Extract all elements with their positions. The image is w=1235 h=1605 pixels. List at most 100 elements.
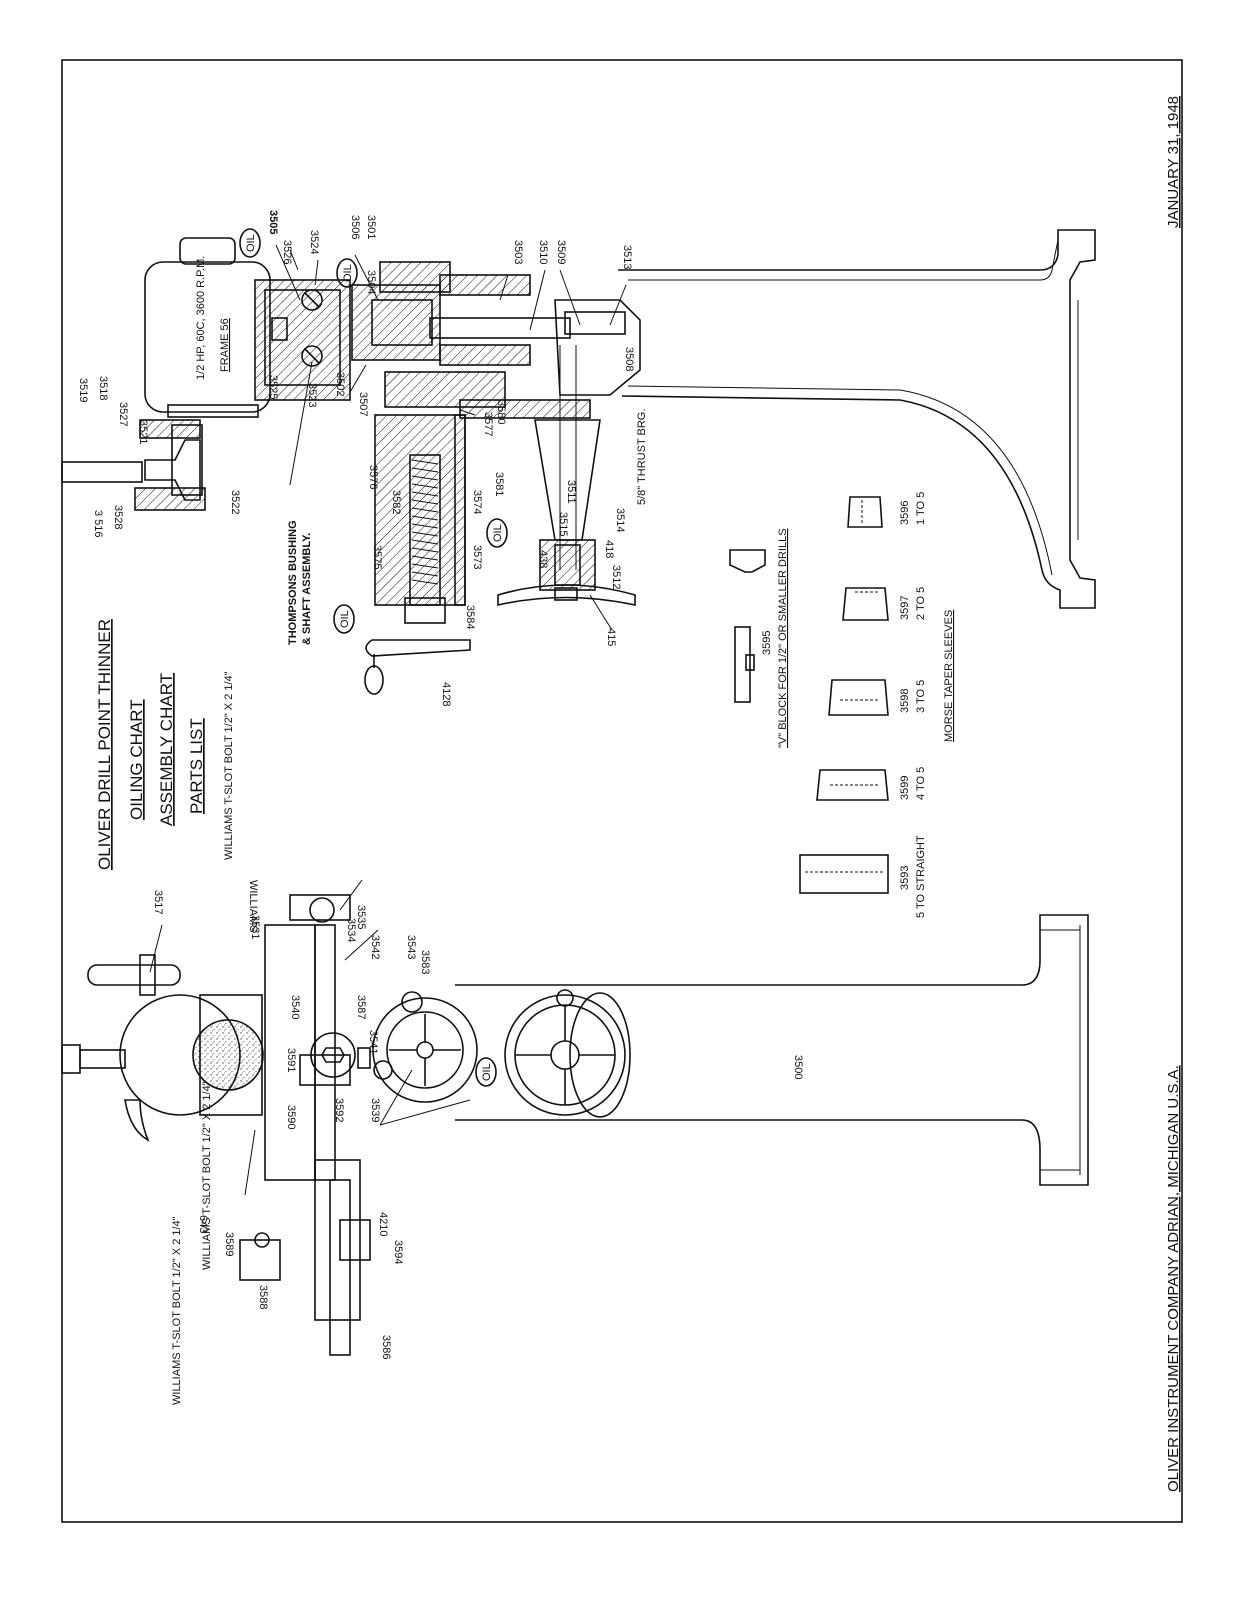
svg-text:3515: 3515: [557, 512, 569, 536]
wheel-guard-top: [61, 419, 206, 511]
svg-text:3542: 3542: [369, 935, 381, 959]
svg-text:3540: 3540: [289, 995, 301, 1019]
svg-text:3534: 3534: [345, 918, 357, 942]
svg-text:3508: 3508: [623, 347, 635, 371]
svg-text:5 TO STRAIGHT: 5 TO STRAIGHT: [915, 835, 927, 918]
slide-rails: [239, 894, 371, 1356]
svg-text:OIL: OIL: [245, 234, 257, 252]
v-block-number: 3595: [761, 631, 773, 655]
svg-text:3592: 3592: [333, 1098, 345, 1122]
title-bolt-note: WILLIAMS T-SLOT BOLT 1/2" X 2 1/4": [223, 671, 235, 860]
svg-text:3581: 3581: [493, 472, 505, 496]
svg-text:3528: 3528: [112, 505, 124, 529]
oil-tag-base: OIL: [475, 1057, 497, 1087]
svg-text:3527: 3527: [117, 402, 129, 426]
lower-spindle-section: [497, 345, 636, 606]
svg-text:3593: 3593: [899, 866, 911, 890]
motor-spec-label: 1/2 HP, 60C, 3600 R.P.M.: [195, 256, 207, 380]
svg-text:3502: 3502: [334, 372, 346, 396]
svg-text:3504: 3504: [365, 270, 377, 294]
oil-tag-motor: OIL: [239, 228, 261, 258]
williams-bolt-note-left: WILLIAMS T-SLOT BOLT 1/2" X 2 1/4": [171, 1216, 183, 1405]
svg-text:3512: 3512: [610, 565, 622, 589]
svg-text:3519: 3519: [77, 378, 89, 402]
svg-text:3590: 3590: [285, 1105, 297, 1129]
svg-text:3589: 3589: [223, 1232, 235, 1256]
svg-text:3584: 3584: [464, 605, 476, 629]
svg-text:3580: 3580: [495, 400, 507, 424]
svg-text:3518: 3518: [97, 376, 109, 400]
oil-tag-spindle: OIL: [486, 518, 508, 548]
svg-text:3 TO 5: 3 TO 5: [915, 680, 927, 713]
spindle-head-section: [351, 261, 641, 419]
sleeve-3597: 3597 2 TO 5: [842, 587, 927, 621]
svg-text:3526: 3526: [281, 240, 293, 264]
svg-text:3500: 3500: [792, 1055, 804, 1079]
pedestal-3508: [618, 229, 1096, 609]
svg-text:OIL: OIL: [481, 1063, 493, 1081]
svg-text:3501: 3501: [365, 215, 377, 239]
title-line-parts: PARTS LIST: [187, 718, 206, 814]
svg-text:3503: 3503: [512, 240, 524, 264]
sleeve-3593: 3593 5 TO STRAIGHT: [799, 835, 927, 918]
drawing-title: OLIVER DRILL POINT THINNER: [95, 619, 114, 870]
svg-text:OIL: OIL: [492, 524, 504, 542]
svg-text:3599: 3599: [899, 776, 911, 800]
svg-text:3535: 3535: [355, 905, 367, 929]
svg-text:3591: 3591: [285, 1048, 297, 1072]
svg-text:3573: 3573: [471, 545, 483, 569]
part-labels: 3505 3526 3524 3506 3501 3504 3503 3510 …: [77, 210, 804, 1359]
motor: 1/2 HP, 60C, 3600 R.P.M. FRAME 56: [144, 237, 351, 418]
svg-text:3598: 3598: [899, 689, 911, 713]
sleeve-3599: 3599 4 TO 5: [816, 767, 927, 801]
sleeve-3598: 3598 3 TO 5: [828, 679, 927, 716]
table-screw-section: [364, 414, 471, 695]
svg-text:415: 415: [605, 628, 617, 646]
v-block: 3595 "V" BLOCK FOR 1/2" OR SMALLER DRILL…: [729, 528, 789, 748]
svg-text:643: 643: [197, 1215, 209, 1233]
svg-text:3576: 3576: [367, 465, 379, 489]
svg-text:3517: 3517: [152, 890, 164, 914]
knob-3583: [401, 991, 423, 1013]
svg-text:3588: 3588: [257, 1285, 269, 1309]
svg-text:3597: 3597: [899, 596, 911, 620]
leader-lines: [149, 244, 627, 1196]
large-handwheel: [504, 989, 631, 1118]
title-line-oiling: OILING CHART: [127, 699, 146, 820]
svg-text:OIL: OIL: [339, 610, 351, 628]
thompsons-label-2: & SHAFT ASSEMBLY.: [301, 533, 313, 645]
svg-text:3510: 3510: [537, 240, 549, 264]
williams-bolt-note-mid: WILLIAMS T-SLOT BOLT 1/2" X 2 1/4": [201, 1081, 213, 1270]
svg-text:3511: 3511: [565, 480, 577, 504]
svg-text:4128: 4128: [440, 682, 452, 706]
svg-text:3514: 3514: [614, 508, 626, 532]
svg-text:3596: 3596: [899, 501, 911, 525]
svg-text:3594: 3594: [392, 1240, 404, 1264]
svg-text:3513: 3513: [621, 245, 633, 269]
oil-tag-table: OIL: [333, 604, 355, 634]
svg-text:3522: 3522: [229, 490, 241, 514]
title-line-assembly: ASSEMBLY CHART: [157, 673, 176, 826]
svg-text:OIL: OIL: [342, 264, 354, 282]
svg-text:3506: 3506: [349, 215, 361, 239]
v-block-label: "V" BLOCK FOR 1/2" OR SMALLER DRILLS: [777, 528, 789, 748]
svg-text:2 TO 5: 2 TO 5: [915, 587, 927, 620]
small-handwheel: [372, 997, 478, 1103]
motor-frame-label: FRAME 56: [219, 318, 231, 372]
svg-text:3541: 3541: [367, 1030, 379, 1054]
svg-text:3521: 3521: [137, 420, 149, 444]
thompsons-label: THOMPSONS BUSHING: [287, 520, 299, 645]
svg-text:1 TO 5: 1 TO 5: [915, 492, 927, 525]
svg-text:3583: 3583: [419, 950, 431, 974]
svg-text:438: 438: [537, 550, 549, 568]
base-pedestal-3500: [455, 914, 1089, 1186]
svg-text:3574: 3574: [471, 490, 483, 514]
svg-text:3 516: 3 516: [92, 510, 104, 538]
svg-text:3539: 3539: [369, 1098, 381, 1122]
svg-text:4210: 4210: [377, 1212, 389, 1236]
svg-text:3531: 3531: [249, 915, 261, 939]
sleeve-3596: 3596 1 TO 5: [847, 492, 927, 528]
svg-text:3524: 3524: [308, 230, 320, 254]
